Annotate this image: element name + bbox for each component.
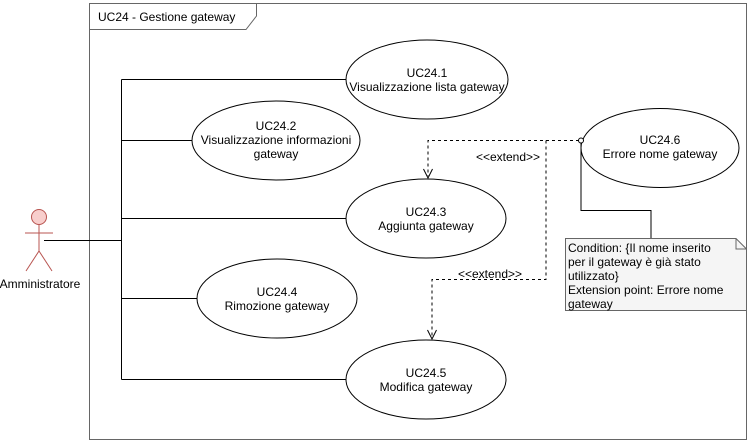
use-case-ellipse bbox=[345, 339, 507, 420]
note-line: per il gateway è già stato bbox=[568, 255, 701, 269]
use-case-label-line: gateway bbox=[254, 147, 299, 161]
note-line: utilizzato} bbox=[568, 269, 619, 283]
arrowhead-icon bbox=[427, 329, 437, 341]
use-case-ellipse bbox=[345, 39, 509, 120]
use-case-label-line: UC24.2 bbox=[256, 119, 297, 133]
use-case-uc24-3[interactable]: UC24.3 Aggiunta gateway bbox=[345, 178, 507, 259]
extend-relation-uc24-5[interactable] bbox=[427, 140, 547, 341]
system-boundary-tab bbox=[89, 3, 257, 30]
use-case-label-line: UC24.3 bbox=[406, 205, 447, 219]
actor-head bbox=[31, 209, 47, 225]
system-boundary-title: UC24 - Gestione gateway bbox=[98, 10, 235, 24]
use-case-label-line: UC24.4 bbox=[257, 285, 298, 299]
use-case-uc24-4[interactable]: UC24.4 Rimozione gateway bbox=[196, 258, 358, 339]
condition-note: Condition: {Il nome inserito per il gate… bbox=[565, 238, 747, 311]
use-case-ellipse bbox=[345, 178, 507, 259]
use-case-label-line: UC24.6 bbox=[640, 133, 681, 147]
use-case-ellipse bbox=[191, 100, 361, 181]
note-line: gateway bbox=[568, 297, 613, 311]
use-case-label-line: UC24.5 bbox=[406, 366, 447, 380]
note-anchor-line bbox=[580, 143, 652, 238]
extend-label: <<extend>> bbox=[476, 150, 540, 164]
note-line: Condition: {Il nome inserito bbox=[568, 241, 711, 255]
use-case-ellipse bbox=[196, 258, 358, 339]
use-case-label-line: Visualizzazione lista gateway bbox=[349, 80, 504, 94]
use-case-uc24-2[interactable]: UC24.2 Visualizzazione informazioni gate… bbox=[191, 100, 361, 181]
use-case-uc24-6[interactable]: UC24.6 Errore nome gateway bbox=[580, 108, 740, 188]
use-case-uc24-1[interactable]: UC24.1 Visualizzazione lista gateway bbox=[345, 39, 509, 120]
use-case-uc24-5[interactable]: UC24.5 Modifica gateway bbox=[345, 339, 507, 420]
use-case-label-line: UC24.1 bbox=[407, 66, 448, 80]
associations bbox=[44, 79, 346, 380]
use-case-label-line: Modifica gateway bbox=[380, 380, 473, 394]
extend-relation-uc24-3[interactable] bbox=[423, 140, 580, 180]
arrowhead-icon bbox=[423, 168, 433, 180]
actor-body bbox=[25, 224, 53, 272]
extend-label: <<extend>> bbox=[458, 267, 522, 281]
use-case-label-line: Errore nome gateway bbox=[603, 147, 718, 161]
use-case-label-line: Visualizzazione informazioni bbox=[201, 133, 352, 147]
actor-amministratore[interactable]: Amministratore bbox=[0, 209, 81, 292]
actor-name: Amministratore bbox=[0, 277, 81, 291]
note-line: Extension point: Errore nome bbox=[568, 283, 724, 297]
extend-line bbox=[427, 140, 579, 176]
extension-point-marker bbox=[578, 137, 584, 144]
use-case-label-line: Rimozione gateway bbox=[225, 299, 330, 313]
use-case-label-line: Aggiunta gateway bbox=[378, 219, 473, 233]
